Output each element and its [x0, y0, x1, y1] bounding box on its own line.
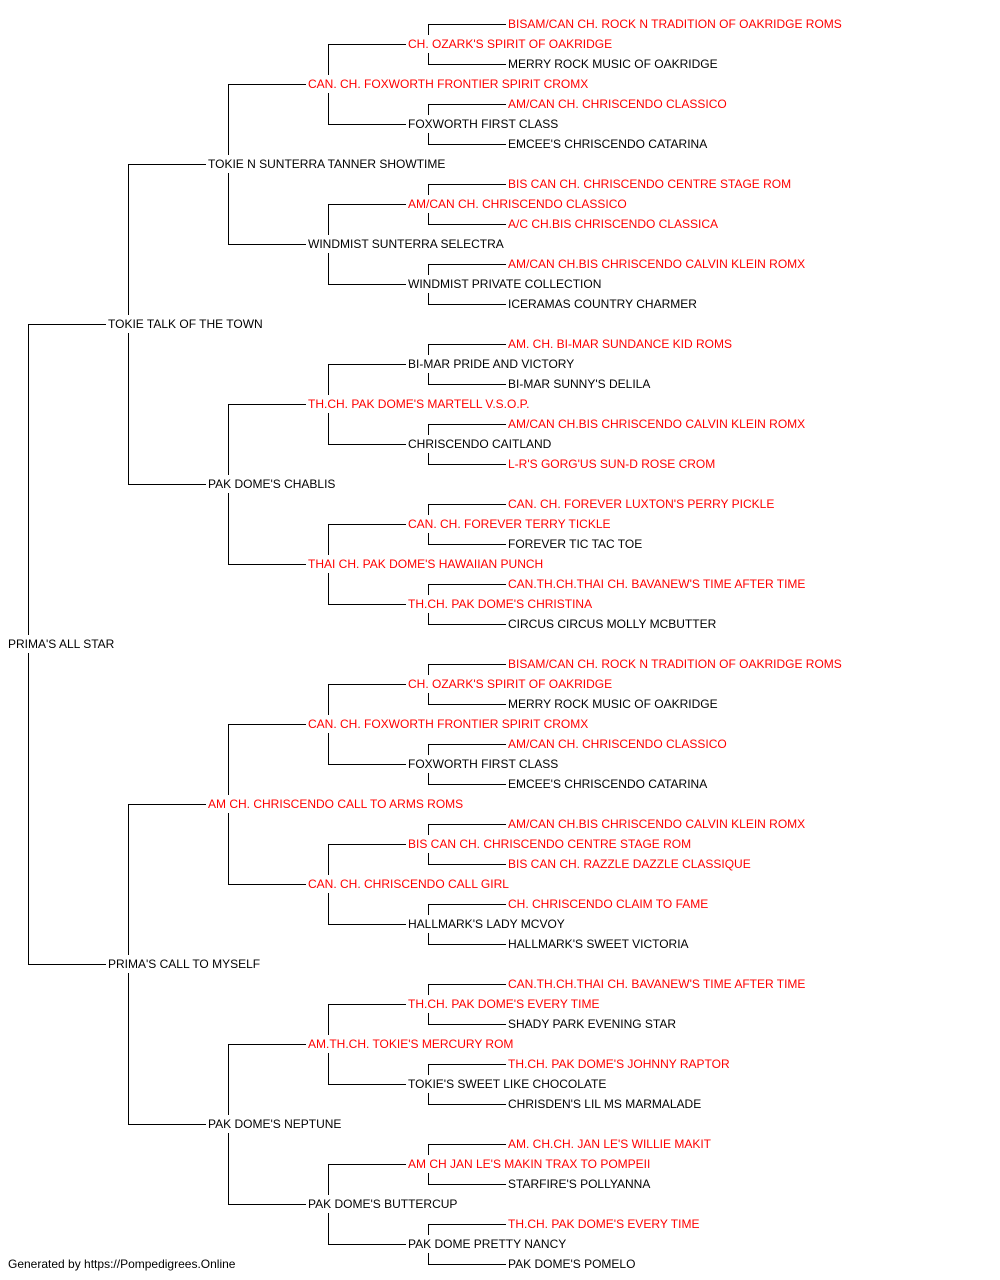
pedigree-name-gen4: CHRISCENDO CAITLAND	[408, 437, 552, 451]
pedigree-name-gen3: WINDMIST SUNTERRA SELECTRA	[308, 237, 504, 251]
pedigree-name-gen5: TH.CH. PAK DOME'S EVERY TIME	[508, 1217, 700, 1231]
pedigree-name-gen5: BI-MAR SUNNY'S DELILA	[508, 377, 651, 391]
pedigree-name-gen5: AM. CH.CH. JAN LE'S WILLIE MAKIT	[508, 1137, 711, 1151]
pedigree-name-gen4: TH.CH. PAK DOME'S CHRISTINA	[408, 597, 593, 611]
pedigree-name-gen4: TOKIE'S SWEET LIKE CHOCOLATE	[408, 1077, 607, 1091]
pedigree-name-gen5: ICERAMAS COUNTRY CHARMER	[508, 297, 697, 311]
pedigree-name-gen5: HALLMARK'S SWEET VICTORIA	[508, 937, 689, 951]
pedigree-name-gen1: TOKIE TALK OF THE TOWN	[108, 317, 263, 331]
pedigree-name-gen3: CAN. CH. FOXWORTH FRONTIER SPIRIT CROMX	[308, 717, 589, 731]
pedigree-name-gen4: BI-MAR PRIDE AND VICTORY	[408, 357, 575, 371]
pedigree-name-gen5: L-R'S GORG'US SUN-D ROSE CROM	[508, 457, 716, 471]
pedigree-name-gen4: BIS CAN CH. CHRISCENDO CENTRE STAGE ROM	[408, 837, 692, 851]
pedigree-name-gen5: MERRY ROCK MUSIC OF OAKRIDGE	[508, 697, 718, 711]
pedigree-name-gen3: THAI CH. PAK DOME'S HAWAIIAN PUNCH	[308, 557, 544, 571]
pedigree-name-gen4: FOXWORTH FIRST CLASS	[408, 757, 559, 771]
pedigree-name-gen4: HALLMARK'S LADY MCVOY	[408, 917, 565, 931]
pedigree-name-gen3: AM.TH.CH. TOKIE'S MERCURY ROM	[308, 1037, 514, 1051]
pedigree-name-gen5: PAK DOME'S POMELO	[508, 1257, 636, 1271]
pedigree-name-gen4: AM/CAN CH. CHRISCENDO CLASSICO	[408, 197, 627, 211]
pedigree-name-gen4: FOXWORTH FIRST CLASS	[408, 117, 559, 131]
pedigree-name-gen3: TH.CH. PAK DOME'S MARTELL V.S.O.P.	[308, 397, 530, 411]
pedigree-name-gen5: AM/CAN CH. CHRISCENDO CLASSICO	[508, 97, 727, 111]
pedigree-name-gen4: CAN. CH. FOREVER TERRY TICKLE	[408, 517, 611, 531]
pedigree-name-gen4: CH. OZARK'S SPIRIT OF OAKRIDGE	[408, 677, 613, 691]
pedigree-name-gen5: STARFIRE'S POLLYANNA	[508, 1177, 651, 1191]
pedigree-name-gen4: TH.CH. PAK DOME'S EVERY TIME	[408, 997, 600, 1011]
pedigree-name-gen5: CAN.TH.CH.THAI CH. BAVANEW'S TIME AFTER …	[508, 977, 806, 991]
pedigree-name-gen5: A/C CH.BIS CHRISCENDO CLASSICA	[508, 217, 719, 231]
pedigree-name-gen5: BISAM/CAN CH. ROCK N TRADITION OF OAKRID…	[508, 657, 842, 671]
pedigree-name-gen5: AM/CAN CH.BIS CHRISCENDO CALVIN KLEIN RO…	[508, 817, 806, 831]
pedigree-name-gen5: BIS CAN CH. RAZZLE DAZZLE CLASSIQUE	[508, 857, 751, 871]
pedigree-name-gen2: PAK DOME'S NEPTUNE	[208, 1117, 342, 1131]
pedigree-name-gen5: TH.CH. PAK DOME'S JOHNNY RAPTOR	[508, 1057, 730, 1071]
pedigree-name-gen0: PRIMA'S ALL STAR	[8, 637, 115, 651]
pedigree-name-gen5: BIS CAN CH. CHRISCENDO CENTRE STAGE ROM	[508, 177, 792, 191]
pedigree-name-gen5: BISAM/CAN CH. ROCK N TRADITION OF OAKRID…	[508, 17, 842, 31]
pedigree-name-gen5: FOREVER TIC TAC TOE	[508, 537, 643, 551]
pedigree-name-gen1: PRIMA'S CALL TO MYSELF	[108, 957, 261, 971]
pedigree-name-gen5: SHADY PARK EVENING STAR	[508, 1017, 677, 1031]
pedigree-name-gen5: AM. CH. BI-MAR SUNDANCE KID ROMS	[508, 337, 733, 351]
pedigree-name-gen4: PAK DOME PRETTY NANCY	[408, 1237, 567, 1251]
pedigree-name-gen5: CIRCUS CIRCUS MOLLY MCBUTTER	[508, 617, 717, 631]
pedigree-name-gen3: CAN. CH. CHRISCENDO CALL GIRL	[308, 877, 509, 891]
pedigree-name-gen5: CHRISDEN'S LIL MS MARMALADE	[508, 1097, 702, 1111]
pedigree-name-gen3: CAN. CH. FOXWORTH FRONTIER SPIRIT CROMX	[308, 77, 589, 91]
pedigree-name-gen4: CH. OZARK'S SPIRIT OF OAKRIDGE	[408, 37, 613, 51]
pedigree-name-gen5: CAN. CH. FOREVER LUXTON'S PERRY PICKLE	[508, 497, 775, 511]
pedigree-name-gen2: TOKIE N SUNTERRA TANNER SHOWTIME	[208, 157, 446, 171]
pedigree-name-gen2: AM CH. CHRISCENDO CALL TO ARMS ROMS	[208, 797, 464, 811]
pedigree-name-gen5: AM/CAN CH.BIS CHRISCENDO CALVIN KLEIN RO…	[508, 417, 806, 431]
pedigree-name-gen5: CAN.TH.CH.THAI CH. BAVANEW'S TIME AFTER …	[508, 577, 806, 591]
pedigree-name-gen5: EMCEE'S CHRISCENDO CATARINA	[508, 137, 708, 151]
pedigree-name-gen3: PAK DOME'S BUTTERCUP	[308, 1197, 458, 1211]
pedigree-name-gen5: AM/CAN CH.BIS CHRISCENDO CALVIN KLEIN RO…	[508, 257, 806, 271]
pedigree-name-gen2: PAK DOME'S CHABLIS	[208, 477, 336, 491]
pedigree-name-gen4: WINDMIST PRIVATE COLLECTION	[408, 277, 602, 291]
pedigree-name-gen5: MERRY ROCK MUSIC OF OAKRIDGE	[508, 57, 718, 71]
generated-by-footer: Generated by https://Pompedigrees.Online	[8, 1257, 236, 1271]
pedigree-name-gen5: EMCEE'S CHRISCENDO CATARINA	[508, 777, 708, 791]
pedigree-name-gen4: AM CH JAN LE'S MAKIN TRAX TO POMPEII	[408, 1157, 651, 1171]
pedigree-name-gen5: AM/CAN CH. CHRISCENDO CLASSICO	[508, 737, 727, 751]
pedigree-name-gen5: CH. CHRISCENDO CLAIM TO FAME	[508, 897, 709, 911]
